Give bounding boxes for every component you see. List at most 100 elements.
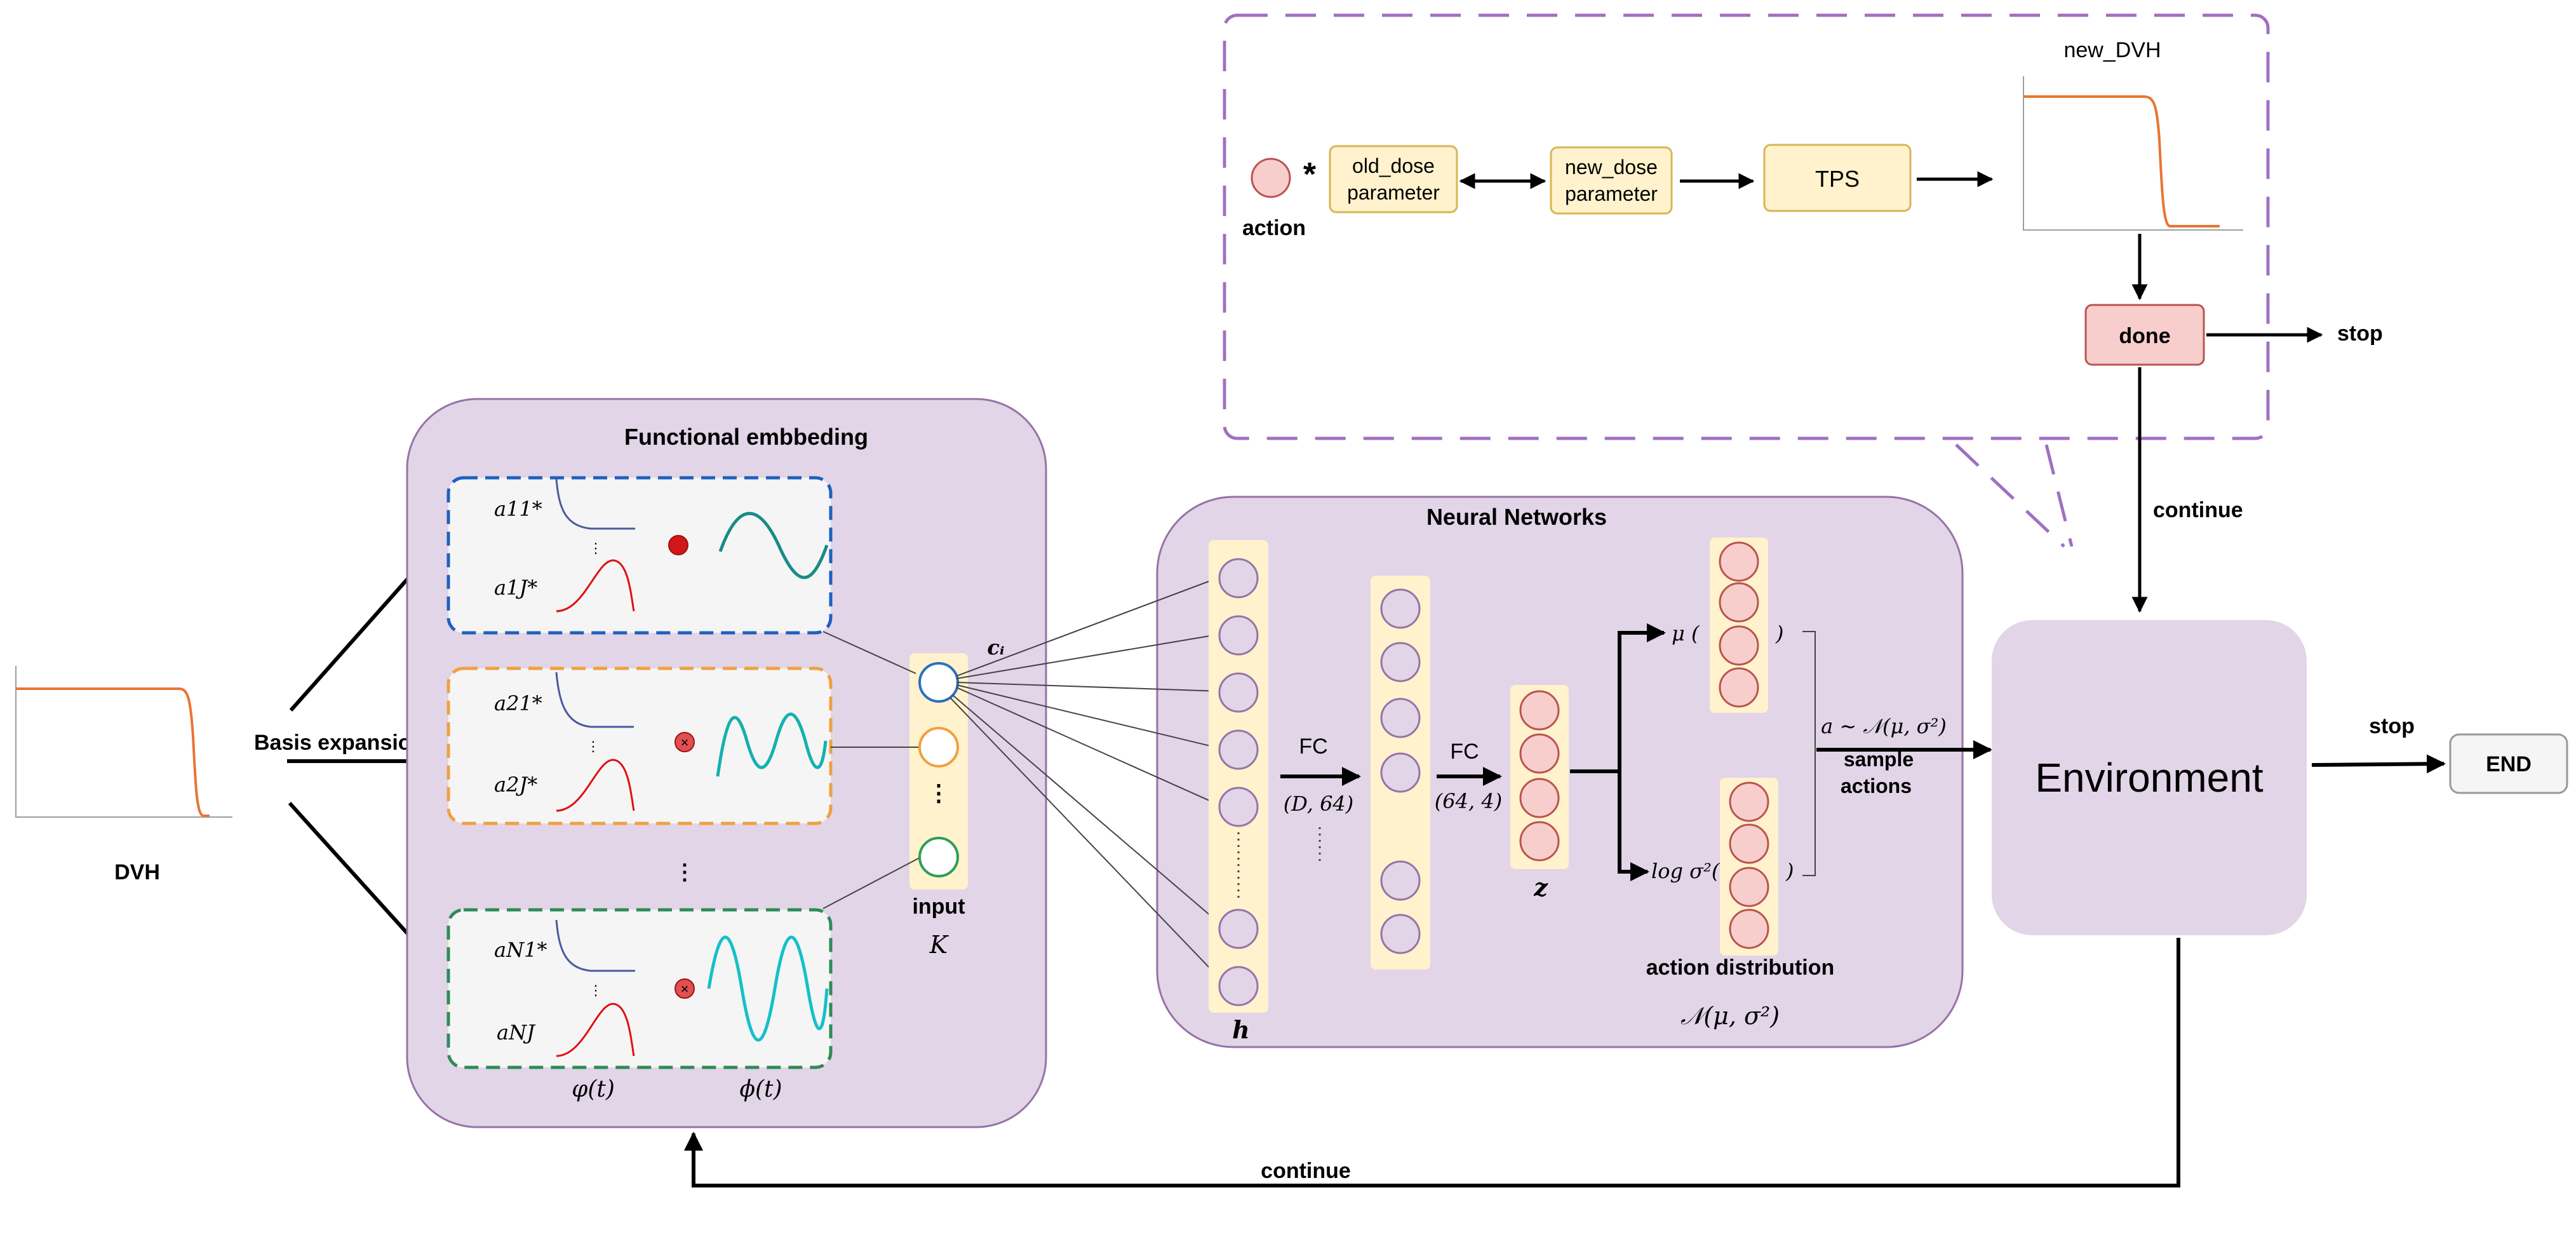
basis-row-3-multiply-dot (674, 978, 695, 999)
basis-row-3: aN1* aNJ ⋮ × (446, 908, 833, 1069)
basis-row-3-coef-bottom: aNJ (497, 1020, 536, 1045)
h-node-3 (1218, 672, 1259, 713)
action-distribution-formula: 𝒩(μ, σ²) (1680, 1002, 1780, 1030)
z-node-3 (1519, 778, 1560, 818)
basis-bump-curve-2 (556, 759, 635, 812)
z-to-mu-arrow (1618, 623, 1666, 771)
k-label: K (929, 931, 949, 959)
phi-wave-3 (707, 935, 829, 1042)
basis-row-1-coef-bottom: a1J* (494, 576, 537, 600)
dvh-curve (16, 687, 210, 817)
mu-node-1 (1719, 541, 1759, 582)
old-dose-parameter-box (1329, 145, 1458, 213)
row1-to-input-line (822, 631, 916, 674)
basis-row-2-multiply-dot (674, 732, 695, 752)
done-box (2084, 304, 2205, 366)
fc2-dims: (64, 4) (1435, 789, 1502, 813)
mu-label: μ ( (1672, 621, 1700, 646)
basis-row-2-cross-icon: × (681, 734, 689, 750)
hidden-node-3 (1380, 698, 1421, 738)
h-label: h (1232, 1015, 1250, 1044)
row3-to-input-line (822, 857, 920, 909)
input-to-h-connections (949, 576, 1226, 985)
h-node-1 (1218, 558, 1259, 599)
phi-wave-1 (718, 511, 829, 579)
basis-bump-curve-3 (556, 1003, 635, 1057)
basis-row-3-box (446, 908, 833, 1069)
basis-row-2-coef-top: a21* (494, 691, 542, 715)
h-node-6 (1218, 909, 1259, 949)
ci-label: cᵢ (987, 635, 1004, 659)
input-label: input (912, 895, 965, 919)
logsigma-node-3 (1729, 867, 1769, 907)
basis-bump-curve-1 (556, 559, 635, 612)
sample-line2: actions (1841, 774, 1912, 797)
logsigma-node-4 (1729, 909, 1769, 949)
new-dose-parameter-box (1550, 146, 1673, 215)
fc1-label: FC (1299, 734, 1327, 759)
stop-label: stop (2369, 714, 2415, 738)
new-dose-line2: parameter (1565, 182, 1658, 205)
basis-row-3-vdots: ⋮ (589, 982, 603, 998)
basis-decay-curve-1 (555, 478, 635, 530)
multiply-star: * (1303, 156, 1317, 193)
input-vdots: ⋮ (927, 780, 950, 806)
new-dvh-title: new_DVH (2063, 38, 2161, 62)
basis-expansion-label: Basis expansion (254, 731, 424, 755)
top-dashed-region (1223, 13, 2270, 548)
hidden-node-1 (1380, 588, 1421, 629)
old-dose-line1: old_dose (1352, 154, 1435, 177)
basis-row-1-vdots: ⋮ (589, 540, 603, 556)
hidden-node-2 (1380, 642, 1421, 682)
z-node-1 (1519, 690, 1560, 731)
basis-row-2-box (446, 666, 833, 825)
mu-node-2 (1719, 582, 1759, 623)
h-node-7 (1218, 966, 1259, 1006)
old-dose-line2: parameter (1347, 181, 1440, 204)
action-distribution-caption: action distribution (1646, 956, 1835, 980)
basis-row-2-coef-bottom: a2J* (494, 773, 537, 797)
input-node-1 (918, 662, 959, 703)
dvh-label: DVH (114, 860, 160, 884)
input-node-2 (918, 727, 959, 768)
callout-line-1 (1955, 443, 2065, 548)
basis-decay-curve-3 (555, 919, 635, 972)
new-dvh-curve (2023, 95, 2220, 227)
z-node-4 (1519, 821, 1560, 862)
h-column (1209, 540, 1268, 1013)
h-node-2 (1218, 615, 1259, 656)
fc2-label: FC (1450, 740, 1479, 764)
basis-row-3-coef-top: aN1* (494, 938, 547, 962)
rows-vdots: ⋮ (674, 860, 695, 884)
basis-row-1-multiply-dot (668, 535, 688, 555)
h-node-4 (1218, 729, 1259, 770)
logsigma-node-1 (1729, 781, 1769, 822)
basis-decay-curve-2 (555, 672, 634, 728)
z-column (1510, 685, 1569, 869)
basis-row-1: a11* a1J* ⋮ (446, 476, 833, 635)
input-column (909, 653, 968, 889)
end-label: END (2486, 752, 2532, 776)
top-continue-label: continue (2153, 498, 2243, 522)
new-dvh-axes (2023, 76, 2243, 231)
environment-to-end-arrow (2311, 754, 2446, 774)
new-dose-line1: new_dose (1565, 156, 1658, 179)
distribution-bracket (1802, 631, 1816, 876)
mu-close: ) (1775, 621, 1783, 646)
action-node (1251, 158, 1291, 198)
mu-column (1710, 538, 1768, 713)
dvh-chart: DVH (15, 666, 232, 884)
sample-line1: sample (1844, 748, 1914, 771)
top-stop-label: stop (2337, 321, 2383, 346)
hidden-node-6 (1380, 914, 1421, 954)
functional-embedding-title: Functional embbeding (624, 424, 868, 450)
basis-row-2: a21* a2J* ⋮ × (446, 666, 833, 825)
callout-line-2 (2044, 444, 2074, 547)
sample-formula: a ∼ 𝒩(μ, σ²) (1821, 714, 1947, 738)
z-label: z (1533, 873, 1548, 902)
fc1-dims: (D, 64) (1284, 792, 1354, 816)
continue-label: continue (1261, 1159, 1351, 1183)
z-node-2 (1519, 733, 1560, 774)
environment-label: Environment (2035, 755, 2264, 801)
